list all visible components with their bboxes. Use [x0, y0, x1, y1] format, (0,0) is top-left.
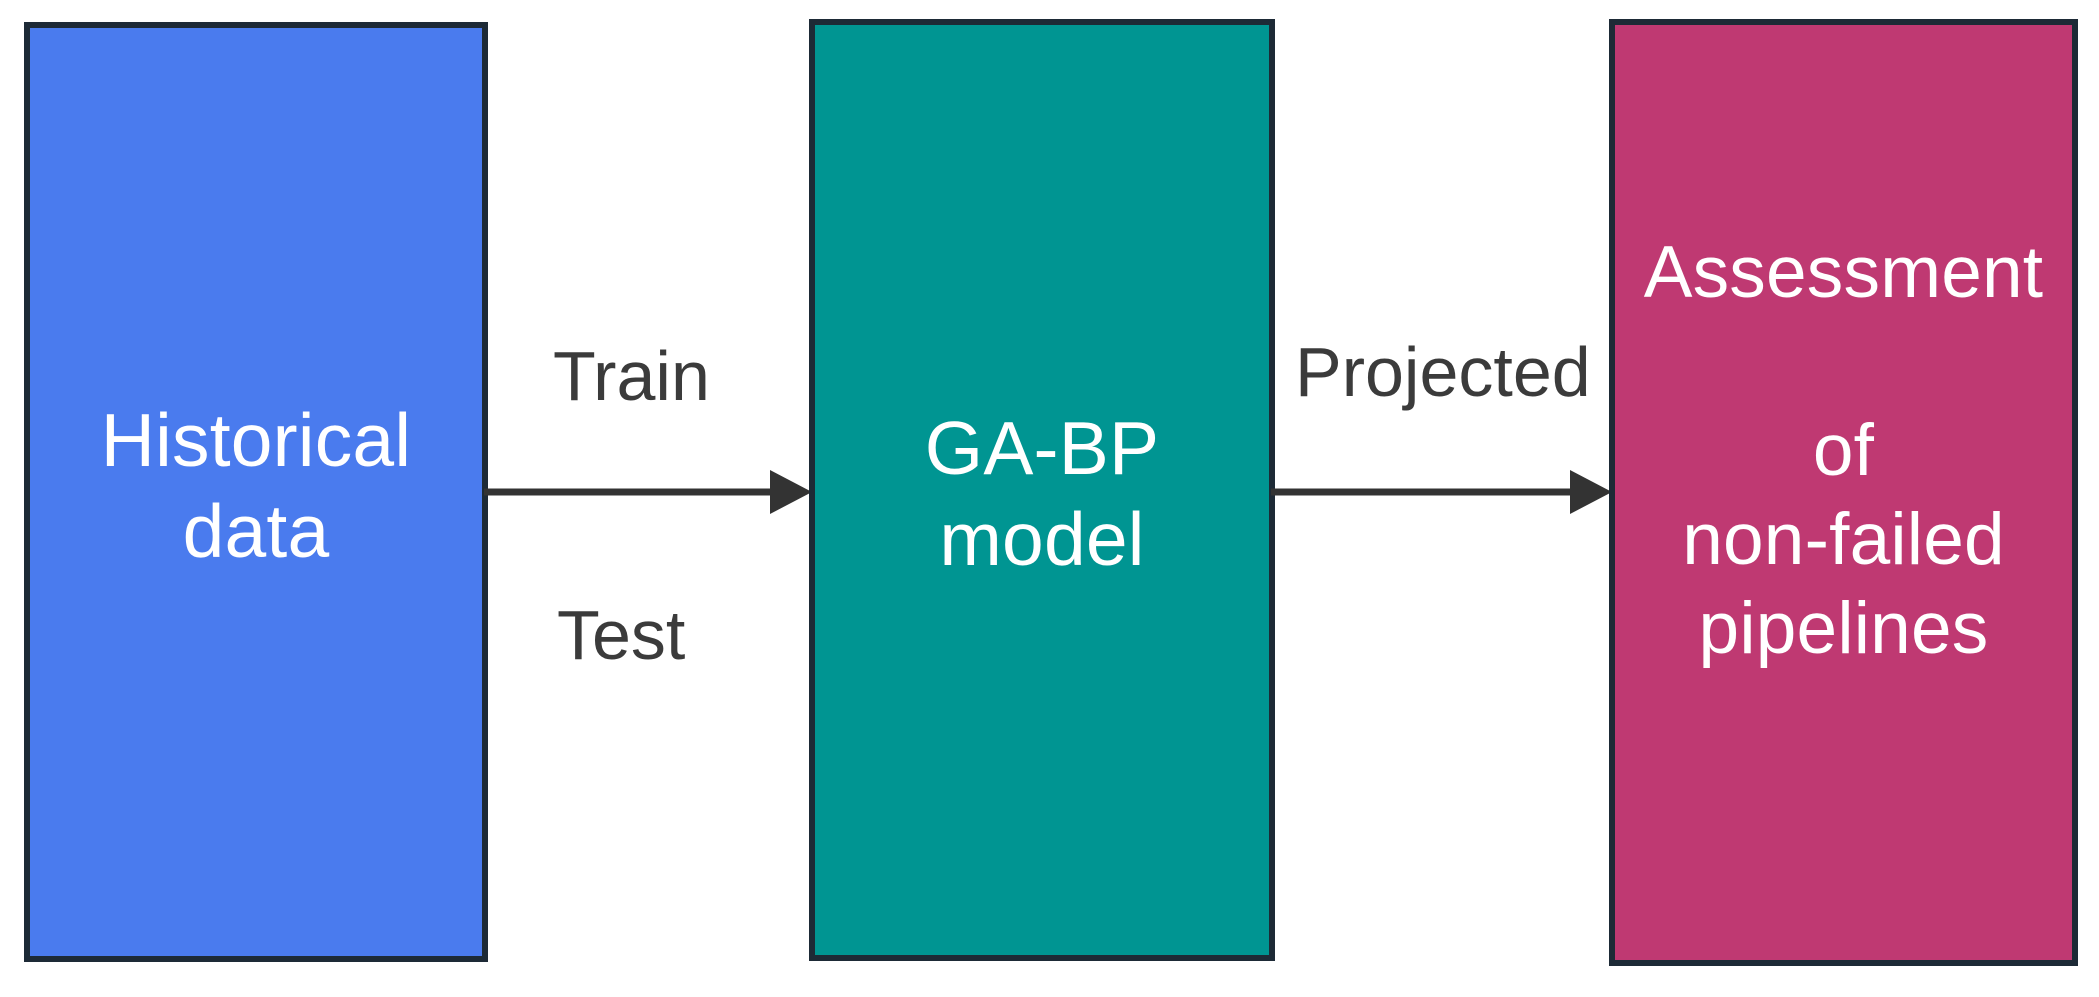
- edge-label-projected: Projected: [1295, 333, 1591, 411]
- arrow-model-to-assessment: [1271, 462, 1612, 522]
- node-historical-data[interactable]: Historical data: [24, 22, 488, 962]
- edge-label-test: Test: [557, 596, 686, 674]
- arrow-historical-to-model: [484, 462, 812, 522]
- node-assessment[interactable]: Assessment of non-failed pipelines: [1609, 19, 2078, 966]
- node-historical-data-label: Historical data: [100, 397, 412, 574]
- node-ga-bp-model-label: GA-BP model: [924, 405, 1160, 582]
- edge-label-train: Train: [553, 337, 710, 415]
- node-assessment-label: Assessment of non-failed pipelines: [1643, 231, 2044, 670]
- arrow-historical-to-model-icon: [484, 470, 812, 514]
- arrow-model-to-assessment-icon: [1271, 470, 1612, 514]
- node-ga-bp-model[interactable]: GA-BP model: [809, 19, 1275, 961]
